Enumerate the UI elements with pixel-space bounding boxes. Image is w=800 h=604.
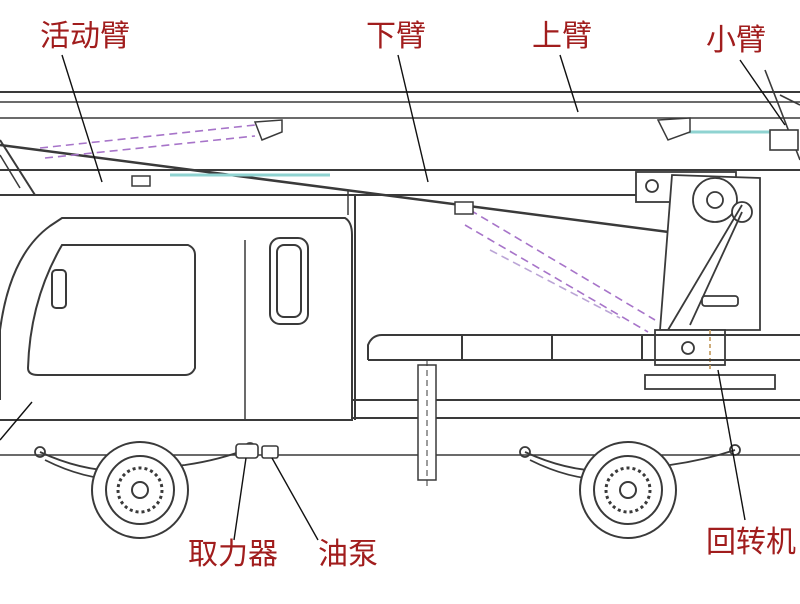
leader-oil-pump <box>271 457 319 541</box>
small-arm-head <box>764 69 800 161</box>
pivot-bolt-left <box>645 179 659 193</box>
leader-lines <box>0 54 786 541</box>
front-wheel <box>91 441 189 539</box>
turret-brace <box>667 204 743 331</box>
label-small-arm: 小臂 <box>706 23 766 58</box>
mirror <box>51 269 67 309</box>
rear-wheel <box>579 441 677 539</box>
upper-cylinder <box>39 124 256 149</box>
label-upper-arm: 上臂 <box>532 19 592 54</box>
label-slewing: 回转机 <box>706 525 796 560</box>
pump-box <box>261 445 279 459</box>
leader-articulating-arm <box>61 54 103 183</box>
bed-rail <box>367 334 800 360</box>
leader-pto <box>233 457 247 541</box>
boom-assembly <box>0 91 800 420</box>
leader-lower-arm <box>397 54 429 183</box>
hydraulic-cylinders <box>39 124 656 333</box>
pto-box <box>235 443 259 459</box>
pad-left <box>253 119 283 141</box>
boom-pads <box>131 117 691 215</box>
cab <box>0 217 353 421</box>
cab-windshield <box>26 244 196 376</box>
label-pto: 取力器 <box>188 537 278 572</box>
label-oil-pump: 油泵 <box>318 537 378 572</box>
pto-unit <box>235 443 279 459</box>
label-lower-arm: 下臂 <box>366 19 426 54</box>
boom-diagonal-strut <box>0 143 731 242</box>
turntable-base <box>644 374 776 390</box>
articulating-arm-line <box>0 139 36 196</box>
pad-right <box>656 117 691 141</box>
leader-small-arm <box>739 59 786 126</box>
leader-upper-arm <box>559 54 579 113</box>
label-articulating-arm: 活动臂 <box>40 19 130 54</box>
turret-assembly <box>635 171 776 390</box>
lower-cylinder <box>469 209 656 321</box>
leader-slewing <box>717 369 746 521</box>
